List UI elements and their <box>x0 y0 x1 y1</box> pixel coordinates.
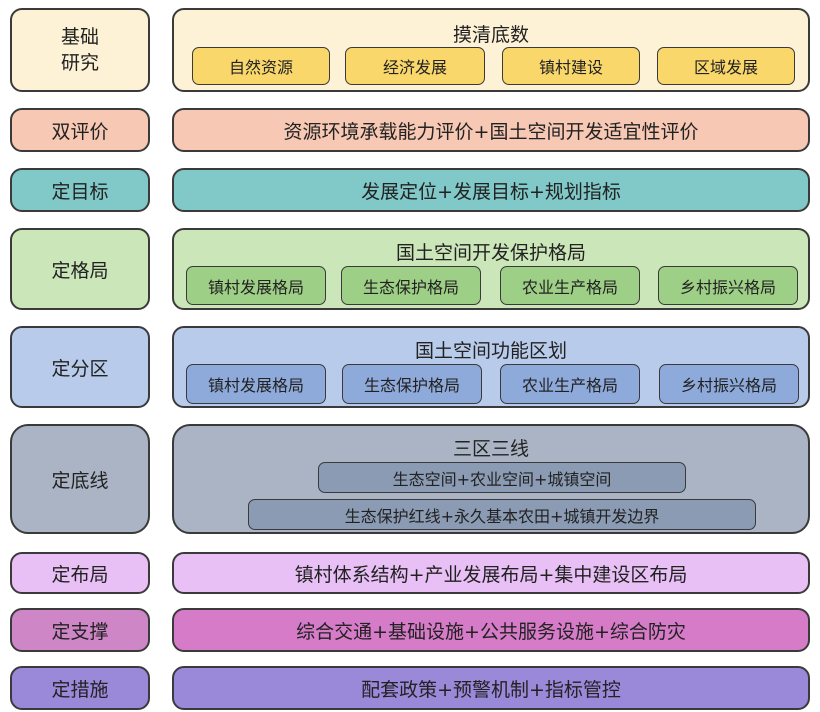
panel-title: 国土空间功能区划 <box>414 340 567 362</box>
label-dual-evaluation: 双评价 <box>10 108 150 152</box>
panel-title: 三区三线 <box>452 438 529 460</box>
panel-title: 摸清底数 <box>452 24 529 46</box>
chip: 乡村振兴格局 <box>659 364 799 404</box>
label-set-bottom-line: 定底线 <box>10 424 150 534</box>
label-basic-research: 基础研究 <box>10 8 150 92</box>
chip: 农业生产格局 <box>500 364 640 404</box>
label-set-zoning: 定分区 <box>10 326 150 408</box>
label-set-support: 定支撑 <box>10 608 150 652</box>
chip: 自然资源 <box>192 47 330 85</box>
chip: 生态保护格局 <box>342 364 482 404</box>
panel-dual-evaluation: 资源环境承载能力评价+国土空间开发适宜性评价 <box>172 108 810 152</box>
panel-set-goals: 发展定位+发展目标+规划指标 <box>172 168 810 212</box>
chip: 镇村发展格局 <box>186 364 326 404</box>
chip: 镇村建设 <box>502 47 640 85</box>
label-line: 研究 <box>60 52 99 74</box>
chip: 生态空间+农业空间+城镇空间 <box>318 462 686 493</box>
chip: 乡村振兴格局 <box>658 266 798 305</box>
chip: 镇村发展格局 <box>186 266 326 305</box>
chip: 生态保护红线+永久基本农田+城镇开发边界 <box>248 499 756 530</box>
chip: 区域发展 <box>657 47 795 85</box>
chip: 经济发展 <box>345 47 485 85</box>
chip: 农业生产格局 <box>500 266 640 305</box>
label-set-goals: 定目标 <box>10 168 150 212</box>
label-set-layout: 定布局 <box>10 552 150 594</box>
panel-set-support: 综合交通+基础设施+公共服务设施+综合防灾 <box>172 608 810 652</box>
panel-set-layout: 镇村体系结构+产业发展布局+集中建设区布局 <box>172 552 810 594</box>
label-set-measures: 定措施 <box>10 666 150 710</box>
panel-title: 国土空间开发保护格局 <box>395 242 586 264</box>
chip: 生态保护格局 <box>341 266 481 305</box>
label-set-pattern: 定格局 <box>10 228 150 310</box>
panel-set-measures: 配套政策+预警机制+指标管控 <box>172 666 810 710</box>
label-line: 基础 <box>60 26 99 48</box>
